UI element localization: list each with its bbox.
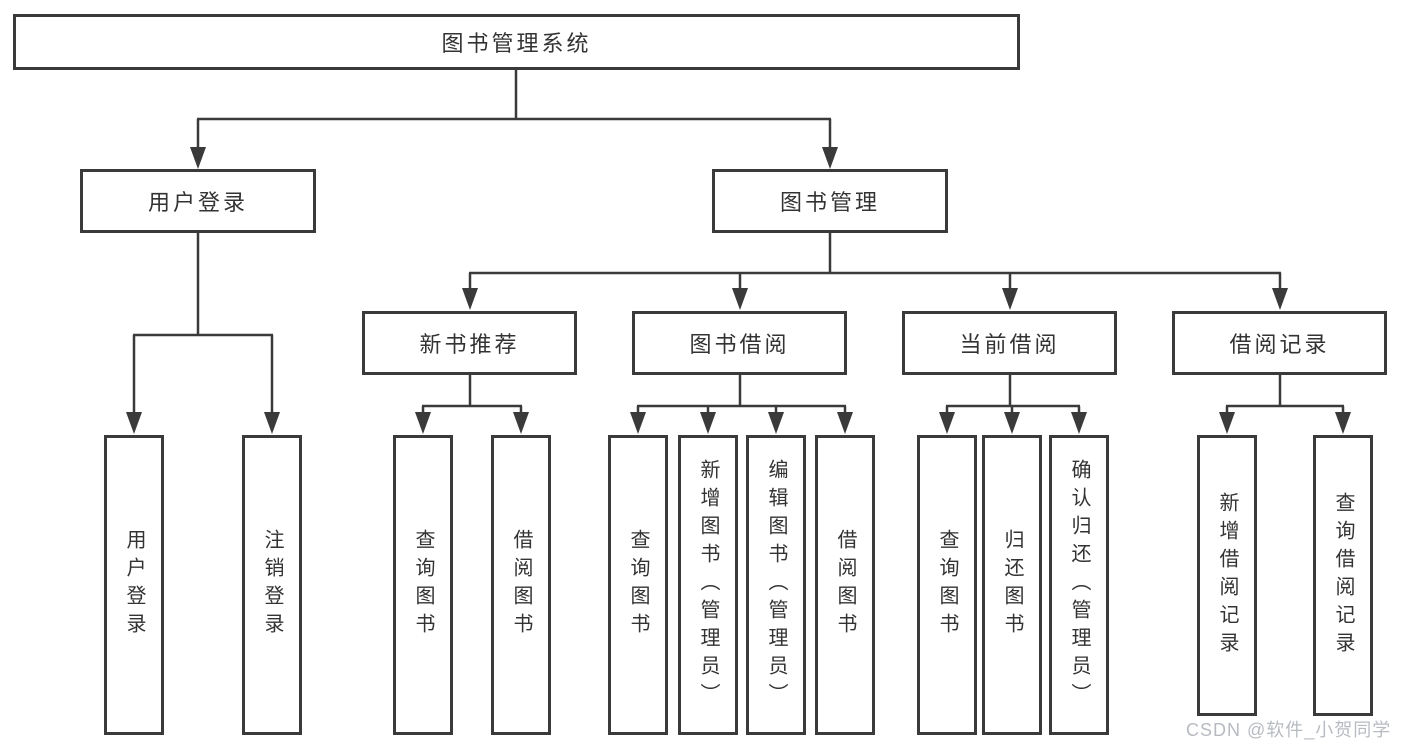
node-query-books-recommend: 查询图书 bbox=[393, 435, 453, 735]
node-user-login-action: 用户登录 bbox=[104, 435, 164, 735]
node-return-books: 归还图书 bbox=[982, 435, 1042, 735]
node-label: 查询借阅记录 bbox=[1332, 491, 1354, 660]
node-label: 确认归还（管理员） bbox=[1068, 459, 1090, 711]
node-label: 查询图书 bbox=[627, 529, 649, 641]
node-label: 编辑图书（管理员） bbox=[765, 459, 787, 711]
node-confirm-return-admin: 确认归还（管理员） bbox=[1049, 435, 1109, 735]
node-label: 新书推荐 bbox=[419, 332, 520, 357]
node-label: 用户登录 bbox=[147, 190, 248, 215]
node-label: 查询图书 bbox=[936, 529, 958, 641]
node-query-books-current: 查询图书 bbox=[917, 435, 977, 735]
node-logout-action: 注销登录 bbox=[242, 435, 302, 735]
node-label: 借阅图书 bbox=[834, 529, 856, 641]
node-label: 图书管理系统 bbox=[441, 31, 592, 56]
node-add-books-admin: 新增图书（管理员） bbox=[678, 435, 738, 735]
node-label: 用户登录 bbox=[123, 529, 145, 641]
node-edit-books-admin: 编辑图书（管理员） bbox=[746, 435, 806, 735]
arrowheads-group bbox=[126, 147, 1351, 434]
node-label: 图书借阅 bbox=[689, 332, 790, 357]
node-query-borrow-record: 查询借阅记录 bbox=[1313, 435, 1373, 716]
node-add-borrow-record: 新增借阅记录 bbox=[1197, 435, 1257, 716]
node-new-book-recommendation: 新书推荐 bbox=[362, 311, 577, 375]
node-borrow-books: 借阅图书 bbox=[815, 435, 875, 735]
node-library-management-system: 图书管理系统 bbox=[13, 14, 1020, 70]
node-label: 查询图书 bbox=[412, 529, 434, 641]
csdn-watermark: CSDN @软件_小贺同学 bbox=[1186, 720, 1392, 740]
node-label: 归还图书 bbox=[1001, 529, 1023, 641]
node-book-management: 图书管理 bbox=[712, 169, 948, 233]
node-label: 新增借阅记录 bbox=[1216, 491, 1238, 660]
node-borrow-books-recommend: 借阅图书 bbox=[491, 435, 551, 735]
node-label: 注销登录 bbox=[261, 529, 283, 641]
node-label: 图书管理 bbox=[779, 190, 880, 215]
node-query-books-borrow: 查询图书 bbox=[608, 435, 668, 735]
node-label: 借阅记录 bbox=[1229, 332, 1330, 357]
node-current-borrowing: 当前借阅 bbox=[902, 311, 1117, 375]
node-label: 借阅图书 bbox=[510, 529, 532, 641]
node-label: 新增图书（管理员） bbox=[697, 459, 719, 711]
node-book-borrowing: 图书借阅 bbox=[632, 311, 847, 375]
node-user-login: 用户登录 bbox=[80, 169, 316, 233]
node-label: 当前借阅 bbox=[959, 332, 1060, 357]
node-borrowing-records: 借阅记录 bbox=[1172, 311, 1387, 375]
